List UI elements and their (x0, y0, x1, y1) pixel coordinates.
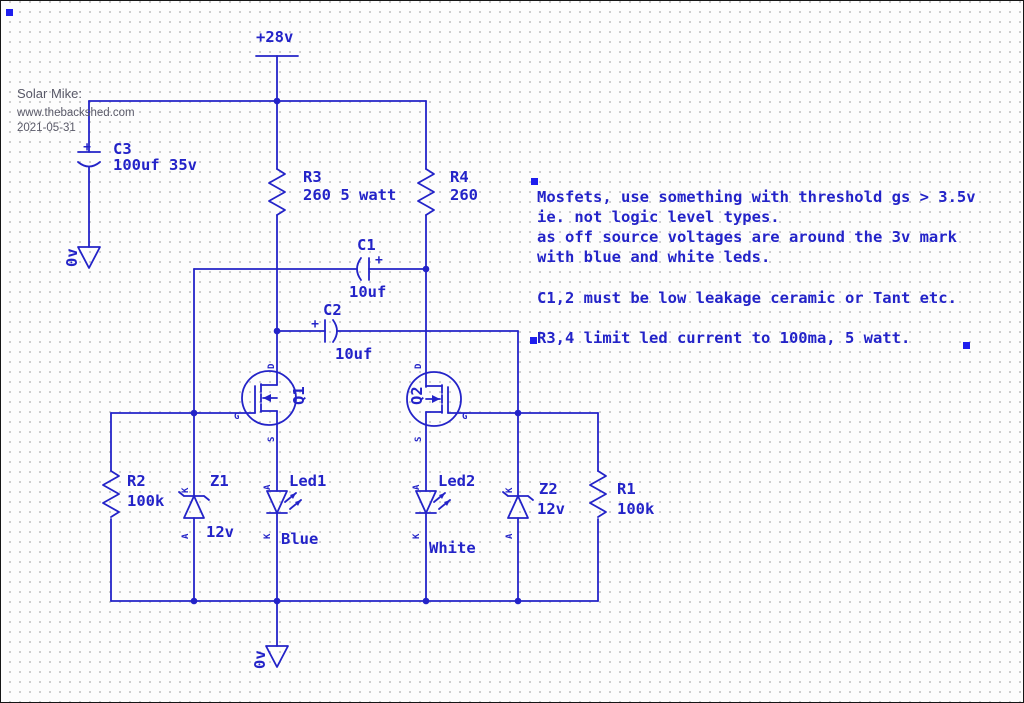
r3-ref: R3 (303, 168, 322, 186)
junction-dot (190, 597, 198, 605)
website-text[interactable]: www.thebackshed.com (17, 107, 135, 119)
q1-gate-pin-label: G (234, 412, 239, 422)
c2-value: 10uf (335, 345, 372, 363)
r2-value: 100k (127, 492, 165, 510)
resistor-r3[interactable]: R3 260 5 watt (268, 100, 396, 386)
c2-ref: C2 (323, 301, 342, 319)
q1-ref: Q1 (290, 386, 308, 405)
led1[interactable]: A K Led1 Blue (263, 472, 326, 602)
c1-ref: C1 (357, 236, 376, 254)
junction-dot (190, 409, 198, 417)
date-text[interactable]: 2021-05-31 (17, 122, 76, 134)
z1-anode-label: A (181, 533, 191, 539)
junction-dot (514, 409, 522, 417)
vcc-label: +28v (256, 28, 293, 46)
note-led-current[interactable]: R3,4 limit led current to 100ma, 5 watt. (537, 329, 911, 347)
led2-value: White (429, 539, 476, 557)
z2-cathode-label: K (505, 487, 515, 493)
c3-plus-sign: + (83, 140, 91, 155)
resistor-r4[interactable]: R4 260 (417, 100, 478, 388)
c1-value: 10uf (349, 283, 386, 301)
note-mosfet-threshold[interactable]: Mosfets, use something with threshold gs… (537, 188, 976, 206)
z2-ref: Z2 (539, 480, 558, 498)
junction-dot (273, 597, 281, 605)
r2-ref: R2 (127, 472, 146, 490)
r4-ref: R4 (450, 168, 469, 186)
z2-anode-label: A (505, 533, 515, 539)
resistor-r2[interactable]: R2 100k (102, 412, 165, 602)
q2-source-pin-label: S (414, 437, 424, 442)
led2-anode-label: A (412, 484, 422, 490)
ground-rail[interactable]: 0v (110, 600, 599, 669)
z1-ref: Z1 (210, 472, 229, 490)
selection-handle[interactable] (6, 9, 13, 16)
led1-value: Blue (281, 530, 318, 548)
q1-source-pin-label: S (267, 437, 277, 442)
resistor-r1[interactable]: R1 100k (589, 412, 655, 602)
junction-dot (422, 597, 430, 605)
led1-anode-label: A (263, 484, 273, 490)
z2-value: 12v (537, 500, 565, 518)
c3-value: 100uf 35v (113, 156, 197, 174)
note-cap-leakage[interactable]: C1,2 must be low leakage ceramic or Tant… (537, 289, 957, 307)
zener-z2[interactable]: K A Z2 12v (502, 412, 565, 602)
capacitor-c1[interactable]: + C1 10uf (193, 236, 427, 414)
led1-ref: Led1 (289, 472, 326, 490)
r4-value: 260 (450, 186, 478, 204)
note-blue-white-leds[interactable]: with blue and white leds. (537, 248, 771, 266)
mosfet-q2[interactable]: Q2 D G S (406, 363, 467, 492)
q2-ref: Q2 (408, 386, 426, 405)
capacitor-c2[interactable]: + C2 10uf (276, 301, 519, 414)
gnd-bottom-label: 0v (251, 650, 269, 669)
capacitor-c3[interactable]: + C3 100uf 35v (77, 100, 197, 248)
z1-cathode-label: K (181, 487, 191, 493)
led1-cathode-label: K (263, 533, 273, 539)
r1-value: 100k (617, 500, 655, 518)
q2-drain-pin-label: D (414, 363, 424, 369)
led2-cathode-label: K (412, 533, 422, 539)
c1-plus-sign: + (375, 253, 383, 268)
selection-handle[interactable] (963, 342, 970, 349)
junction-dots (190, 97, 522, 605)
note-logic-level[interactable]: ie. not logic level types. (537, 208, 780, 226)
ground-symbol-left[interactable]: 0v (63, 246, 101, 269)
power-rail-28v[interactable]: +28v (88, 28, 427, 102)
selection-handle[interactable] (531, 178, 538, 185)
selection-handle[interactable] (530, 337, 537, 344)
c2-plus-sign: + (311, 317, 319, 332)
junction-dot (273, 327, 281, 335)
junction-dot (422, 265, 430, 273)
junction-dot (273, 97, 281, 105)
zener-z1[interactable]: K A Z1 12v (178, 412, 234, 602)
z1-value: 12v (206, 523, 234, 541)
q2-gate-pin-label: G (462, 412, 467, 422)
led2-ref: Led2 (438, 472, 475, 490)
c3-ref: C3 (113, 140, 132, 158)
junction-dot (514, 597, 522, 605)
led2[interactable]: A K Led2 White (412, 472, 476, 602)
r1-ref: R1 (617, 480, 636, 498)
note-source-voltages[interactable]: as off source voltages are around the 3v… (537, 228, 957, 246)
gnd-left-label: 0v (63, 248, 81, 267)
q1-drain-pin-label: D (267, 363, 277, 369)
r3-value: 260 5 watt (303, 186, 396, 204)
author-text[interactable]: Solar Mike: (17, 86, 83, 101)
mosfet-q1[interactable]: Q1 D G S (234, 363, 308, 492)
